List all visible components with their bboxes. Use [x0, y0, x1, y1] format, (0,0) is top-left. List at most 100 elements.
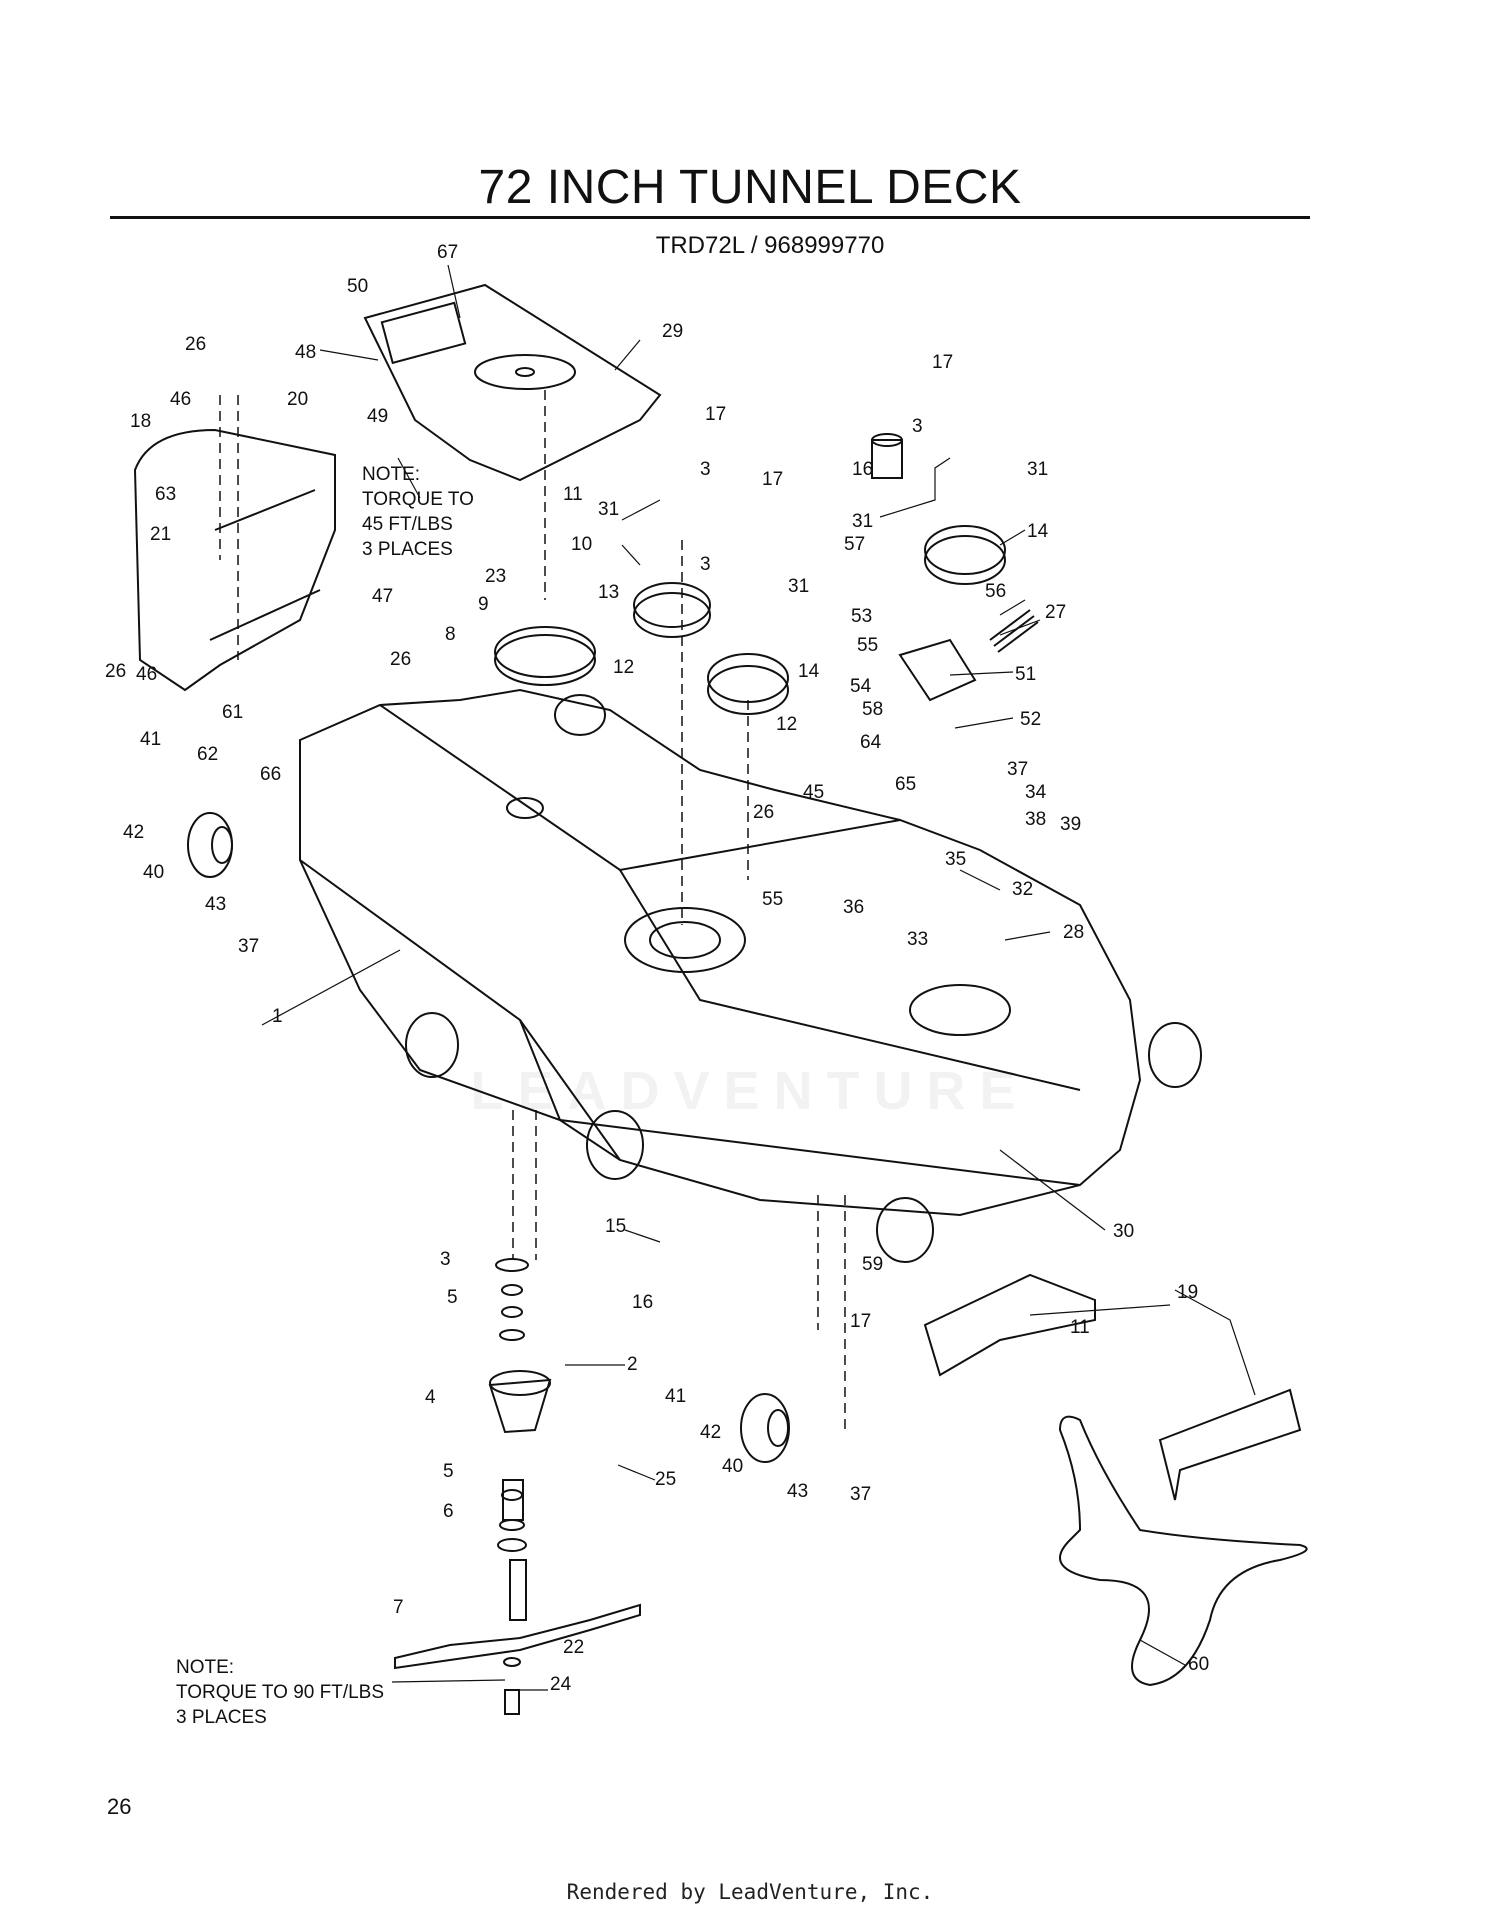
torque-note-45: NOTE: TORQUE TO 45 FT/LBS 3 PLACES [362, 462, 474, 562]
callout-label: 14 [1027, 521, 1049, 542]
callout-label: 34 [1025, 782, 1047, 803]
callout-label: 4 [425, 1387, 436, 1408]
callout-label: 66 [260, 764, 281, 785]
callout-label: 59 [862, 1254, 883, 1275]
footer-credit: Rendered by LeadVenture, Inc. [566, 1880, 934, 1904]
gauge-wheel [187, 812, 233, 878]
callout-label: 41 [140, 729, 161, 750]
drive-pulley [494, 634, 596, 686]
callout-label: 5 [443, 1461, 454, 1482]
callout-label: 42 [700, 1422, 721, 1443]
callout-label: 11 [563, 484, 583, 505]
callout-label: 31 [852, 511, 873, 532]
callout-label: 17 [705, 404, 726, 425]
callout-label: 64 [860, 732, 882, 753]
callout-label: 16 [852, 459, 873, 480]
callout-label: 52 [1020, 709, 1041, 730]
callout-label: 51 [1015, 664, 1036, 685]
callout-label: 31 [598, 499, 619, 520]
lift-arm [923, 1273, 1096, 1377]
deck-wheel [586, 1110, 644, 1180]
callout-label: 41 [665, 1386, 686, 1407]
callout-label: 56 [985, 581, 1006, 602]
note-label: NOTE: [176, 1657, 235, 1678]
note-line: TORQUE TO [362, 489, 474, 510]
callout-label: 18 [130, 411, 151, 432]
callout-label: 39 [1060, 814, 1081, 835]
page-number: 26 [107, 1794, 132, 1819]
callout-label: 49 [367, 406, 388, 427]
callout-label: 15 [605, 1216, 626, 1237]
callout-label: 54 [850, 676, 872, 697]
callout-label: 17 [850, 1311, 871, 1332]
watermark: LEADVENTURE [470, 1061, 1030, 1121]
callout-label: 40 [722, 1456, 743, 1477]
callout-label: 50 [347, 276, 368, 297]
callout-label: 26 [185, 334, 206, 355]
callout-label: 13 [598, 582, 619, 603]
callout-label: 30 [1113, 1221, 1134, 1242]
callout-label: 25 [655, 1469, 676, 1490]
callout-label: 8 [445, 624, 456, 645]
callout-label: 42 [123, 822, 144, 843]
callout-label: 3 [700, 459, 711, 480]
callout-label: 65 [895, 774, 916, 795]
callout-label: 9 [478, 594, 489, 615]
callout-label: 43 [205, 894, 226, 915]
discharge-chute [133, 428, 336, 692]
spindle-housing [488, 1378, 552, 1434]
deck-wheel [554, 694, 606, 736]
note-line: 3 PLACES [176, 1707, 267, 1728]
callout-label: 14 [798, 661, 820, 682]
mower-blade [394, 1603, 641, 1670]
deck-wheel [405, 1012, 459, 1078]
callout-label: 26 [105, 661, 126, 682]
callout-label: 38 [1025, 809, 1046, 830]
callout-label: 11 [1070, 1317, 1090, 1338]
torque-note-90: NOTE: TORQUE TO 90 FT/LBS 3 PLACES [176, 1655, 384, 1730]
callout-label: 31 [1027, 459, 1048, 480]
idler-pulley [924, 535, 1006, 585]
callout-label: 36 [843, 897, 864, 918]
callout-label: 43 [787, 1481, 808, 1502]
callout-label: 32 [1012, 879, 1033, 900]
callout-label: 33 [907, 929, 928, 950]
callout-label: 3 [912, 416, 923, 437]
callout-label: 37 [238, 936, 259, 957]
callout-label: 23 [485, 566, 506, 587]
page-title: 72 INCH TUNNEL DECK [478, 161, 1022, 214]
deck-wheel [876, 1197, 934, 1263]
callout-label: 2 [627, 1354, 638, 1375]
callout-label: 3 [700, 554, 711, 575]
callout-labels: 67 50 29 26 48 20 46 49 18 63 21 11 10 2… [105, 242, 1209, 1695]
callout-label: 37 [1007, 759, 1028, 780]
callout-label: 17 [762, 469, 783, 490]
callout-label: 55 [857, 635, 878, 656]
callout-label: 7 [393, 1597, 404, 1618]
deck-wheel [1148, 1022, 1202, 1088]
spacer [871, 439, 903, 479]
callout-label: 46 [136, 664, 157, 685]
note-line: TORQUE TO 90 FT/LBS [176, 1682, 385, 1703]
callout-label: 24 [550, 1674, 572, 1695]
callout-label: 21 [150, 524, 171, 545]
idler-pulley [633, 592, 711, 638]
callout-label: 53 [851, 606, 872, 627]
callout-label: 58 [862, 699, 883, 720]
callout-label: 27 [1045, 602, 1066, 623]
spring [989, 609, 1039, 653]
drive-belt [1058, 1415, 1308, 1687]
callout-label: 45 [803, 782, 824, 803]
callout-label: 57 [844, 534, 865, 555]
callout-label: 29 [662, 321, 683, 342]
callout-label: 3 [440, 1249, 451, 1270]
callout-label: 63 [155, 484, 176, 505]
callout-label: 17 [932, 352, 953, 373]
callout-label: 55 [762, 889, 783, 910]
callout-label: 48 [295, 342, 316, 363]
note-line: 45 FT/LBS [362, 514, 453, 535]
callout-label: 61 [222, 702, 243, 723]
note-line: 3 PLACES [362, 539, 453, 560]
callout-label: 12 [776, 714, 797, 735]
